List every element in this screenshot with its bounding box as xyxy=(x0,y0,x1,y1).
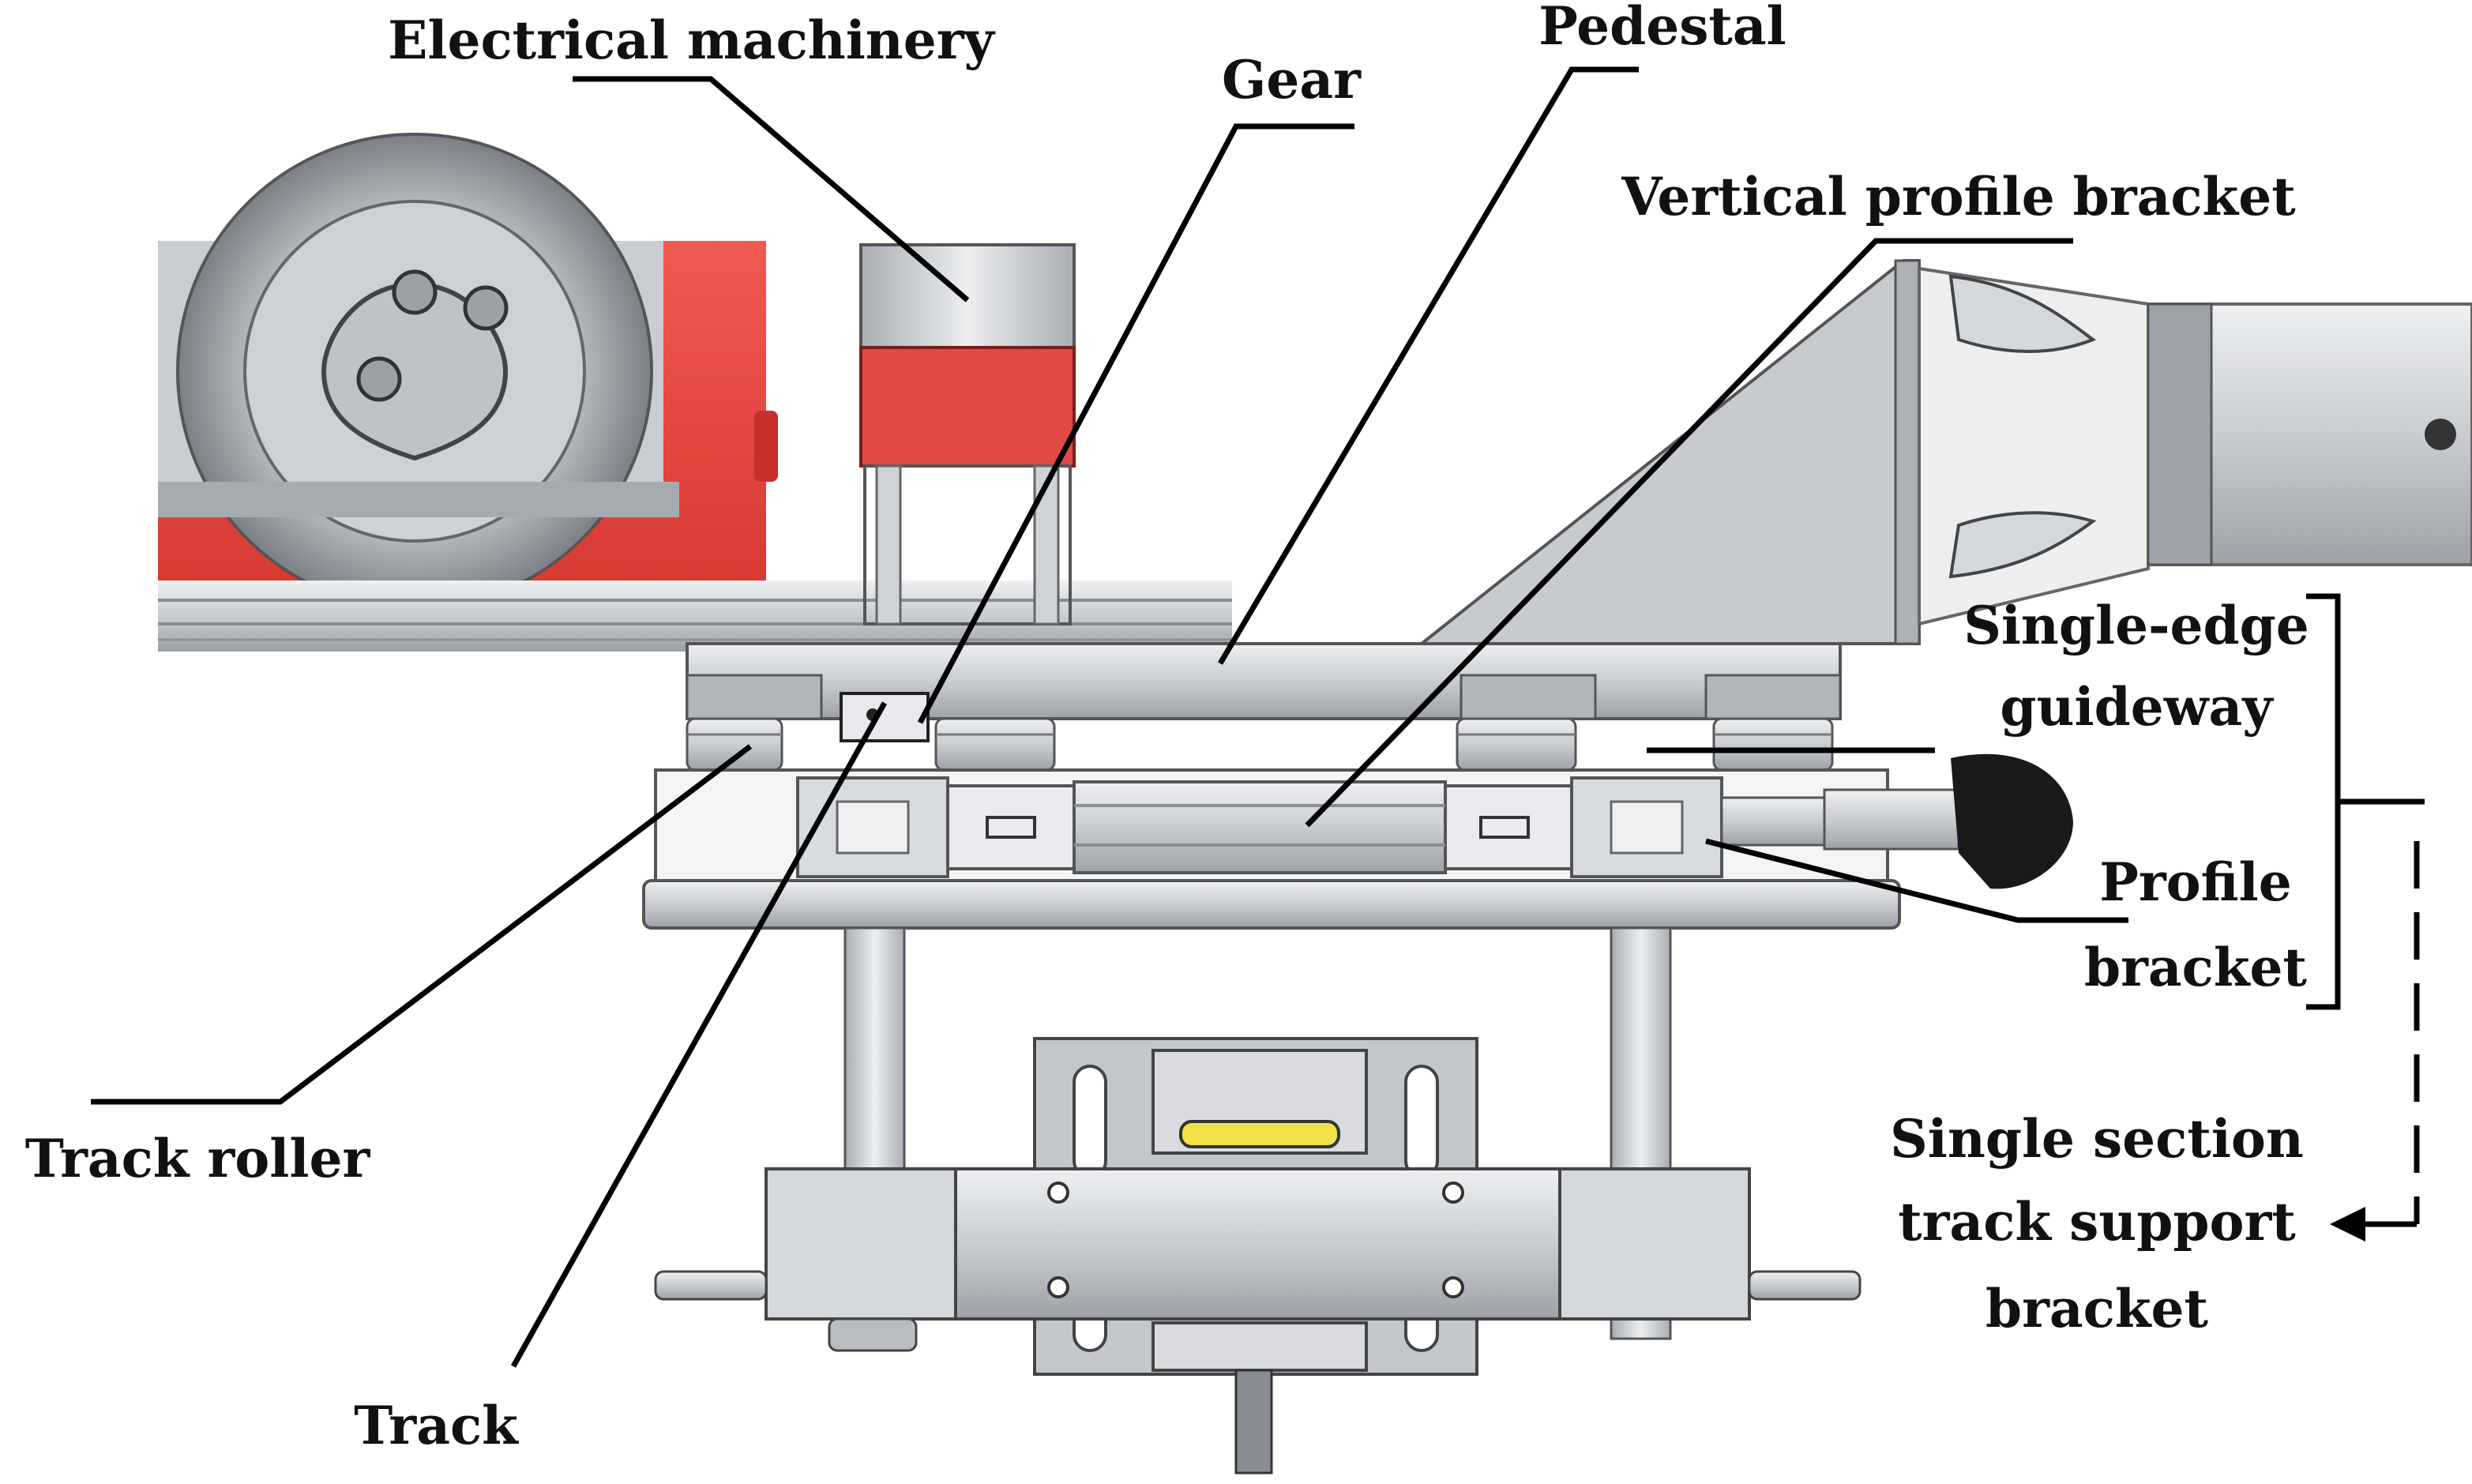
callout-labels: Electrical machinery Gear Pedestal Verti… xyxy=(25,0,2309,1456)
roller-1 xyxy=(686,717,783,772)
bracket-brace xyxy=(2306,593,2341,1010)
electrical-machinery-motor xyxy=(859,243,1076,626)
wheel-base xyxy=(158,482,679,517)
leader-track-roller xyxy=(91,744,753,1105)
red-knob xyxy=(754,411,778,482)
label-electrical-machinery: Electrical machinery xyxy=(388,9,995,71)
motor-housing xyxy=(859,243,1076,349)
leader-electrical-machinery xyxy=(573,76,970,302)
label-single-section-line2: track support xyxy=(1898,1191,2296,1253)
adjuster-shaft xyxy=(1720,796,1826,847)
support-post-left xyxy=(843,926,906,1190)
arm-bolt xyxy=(2425,419,2456,450)
clamp-left xyxy=(946,784,1076,870)
label-single-section-line1: Single section xyxy=(1890,1108,2304,1170)
wheel-bolt-2 xyxy=(463,285,509,331)
track-rollers xyxy=(686,717,1834,772)
label-profile-line2: bracket xyxy=(2084,937,2308,998)
lead-screw xyxy=(1234,1369,1273,1475)
lower-clamp-assembly xyxy=(654,1037,1862,1475)
label-track-roller: Track roller xyxy=(25,1128,371,1189)
motor-frame xyxy=(863,464,1072,626)
leader-lines xyxy=(91,66,2425,1368)
label-track: Track xyxy=(354,1395,519,1456)
wheel-cam-plate xyxy=(321,281,509,461)
leader-vertical-profile-bracket xyxy=(1305,238,2073,828)
clamp-right xyxy=(1444,784,1573,870)
leader-track xyxy=(510,701,888,1368)
roller-2 xyxy=(934,717,1056,772)
leader-gear xyxy=(917,123,1354,724)
wheel-bolt-3 xyxy=(356,356,402,402)
label-vertical-profile-bracket: Vertical profile bracket xyxy=(1621,166,2296,227)
leader-pedestal xyxy=(1217,66,1639,665)
black-knob xyxy=(1951,753,2073,889)
side-pin-left xyxy=(654,1270,768,1301)
arrow-head-icon xyxy=(2330,1207,2365,1242)
label-pedestal: Pedestal xyxy=(1538,0,1786,57)
rail-profile-center xyxy=(1073,780,1447,874)
gear-block xyxy=(840,692,930,742)
label-single-edge-line2: guideway xyxy=(2000,676,2274,738)
label-single-edge-line1: Single-edge xyxy=(1963,595,2309,656)
robot-arm-assembly xyxy=(1918,266,2472,626)
base-plate xyxy=(642,879,1901,930)
red-frame-assembly xyxy=(158,133,778,610)
wheel-bolt-1 xyxy=(392,269,438,315)
side-pin-right xyxy=(1748,1270,1862,1301)
label-gear: Gear xyxy=(1222,49,1362,111)
motor-red-coupler xyxy=(859,346,1076,468)
roller-3 xyxy=(1456,717,1577,772)
label-single-section-line3: bracket xyxy=(1985,1278,2209,1339)
roller-4 xyxy=(1712,717,1834,772)
leader-profile-bracket xyxy=(1705,838,2128,923)
track-and-guideway xyxy=(654,753,2073,889)
label-profile-line1: Profile xyxy=(2099,851,2291,913)
yellow-strip xyxy=(1179,1120,1340,1148)
